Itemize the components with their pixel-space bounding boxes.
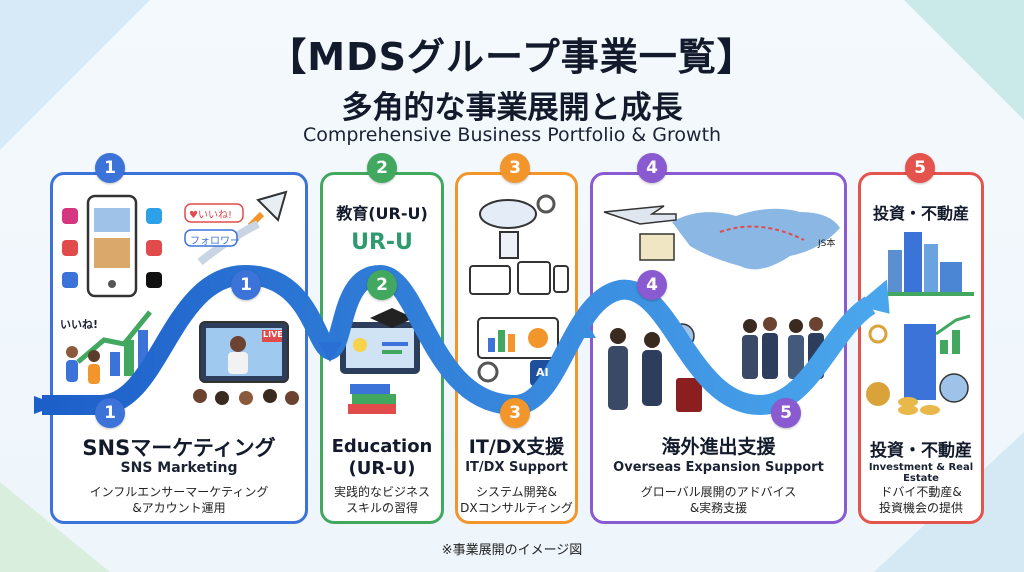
follower-bubble-text: フォロワー bbox=[190, 236, 240, 247]
section-desc: DXコンサルティング bbox=[460, 501, 573, 515]
gear-icon bbox=[477, 361, 499, 383]
urU-logo: UR-U bbox=[351, 230, 413, 255]
heart-icon bbox=[62, 240, 78, 256]
gear-icon bbox=[536, 194, 556, 214]
corner-decoration bbox=[904, 0, 1024, 120]
ribbon-badge: 3 bbox=[500, 398, 530, 428]
growth-arrow-icon bbox=[935, 314, 971, 354]
step-badge: 1 bbox=[95, 153, 125, 183]
section-desc: 実践的なビジネス bbox=[333, 485, 430, 499]
step-badge: 4 bbox=[637, 153, 667, 183]
step-badge: 3 bbox=[500, 153, 530, 183]
follower-bubble bbox=[184, 229, 238, 247]
twitter-icon bbox=[146, 208, 162, 224]
section-desc: &アカウント運用 bbox=[132, 501, 226, 515]
ai-label: AI bbox=[536, 366, 549, 379]
section-title: 海外進出支援 bbox=[661, 436, 776, 458]
graduation-cap-icon bbox=[370, 308, 414, 328]
arrow-head-icon bbox=[572, 318, 596, 338]
ribbon-badge: 4 bbox=[637, 270, 667, 300]
corner-decoration bbox=[0, 0, 150, 150]
world-map-icon bbox=[672, 208, 840, 270]
section-desc: スキルの習得 bbox=[345, 501, 418, 515]
section-title: IT/DX支援 bbox=[468, 436, 565, 458]
section-title: 投資・不動産 bbox=[870, 441, 972, 461]
passport-icon bbox=[676, 378, 702, 412]
tiktok-icon bbox=[146, 272, 162, 288]
ribbon-badge: 1 bbox=[95, 398, 125, 428]
heart-icon bbox=[146, 240, 162, 256]
section-heading: 投資・不動産 bbox=[872, 204, 969, 223]
people-icon bbox=[66, 346, 100, 384]
section-subtitle: IT/DX Support bbox=[465, 460, 568, 475]
dashboard-icon bbox=[477, 317, 559, 386]
laptop-icon bbox=[469, 265, 511, 295]
like-bubble-text: ♥いいね! bbox=[189, 210, 232, 221]
audience-icon bbox=[193, 389, 299, 405]
section-desc: システム開発& bbox=[476, 485, 557, 499]
page-subtitle-english: Comprehensive Business Portfolio & Growt… bbox=[302, 124, 722, 146]
section-title: SNSマーケティング bbox=[82, 436, 276, 460]
step-badge: 5 bbox=[905, 153, 935, 183]
section-desc: インフルエンサーマーケティング bbox=[89, 485, 269, 499]
lightbulb-icon bbox=[353, 338, 367, 352]
map-icon bbox=[639, 233, 675, 261]
skyscraper-icon bbox=[904, 324, 936, 400]
like-icon bbox=[62, 272, 78, 288]
section-subtitle: Overseas Expansion Support bbox=[613, 460, 824, 475]
page-subtitle: 多角的な事業展開と成長 bbox=[341, 90, 683, 126]
section-title-line2: (UR-U) bbox=[348, 458, 416, 479]
section-desc: 投資機会の提供 bbox=[878, 501, 963, 515]
section-subtitle: SNS Marketing bbox=[120, 460, 238, 476]
section-heading: 教育(UR-U) bbox=[336, 204, 428, 223]
step-badge: 2 bbox=[367, 153, 397, 183]
video-screen-icon bbox=[199, 321, 289, 383]
classroom-icon bbox=[340, 308, 420, 414]
coins-icon bbox=[866, 382, 940, 415]
footnote: ※事業展開のイメージ図 bbox=[441, 543, 583, 558]
tablet-icon bbox=[517, 261, 551, 295]
section-title: Education bbox=[331, 436, 433, 457]
key-icon bbox=[868, 324, 888, 344]
like-label: いいね! bbox=[60, 318, 99, 331]
arrow-tail-icon bbox=[34, 396, 58, 414]
map-label: JS本 bbox=[818, 239, 836, 249]
phone-icon bbox=[553, 265, 569, 293]
ribbon-badge: 1 bbox=[231, 270, 261, 300]
arrow-head-icon bbox=[856, 279, 890, 314]
rocket-icon bbox=[197, 190, 288, 266]
ribbon-badge: 5 bbox=[771, 398, 801, 428]
buildings-icon bbox=[874, 232, 974, 296]
ribbon-badge: 2 bbox=[367, 270, 397, 300]
like-bubble bbox=[184, 203, 244, 223]
server-icon bbox=[499, 231, 519, 259]
section-subtitle: Investment & Real Estate bbox=[868, 462, 974, 484]
section-desc: グローバル展開のアドバイス bbox=[640, 485, 797, 499]
panel-investment bbox=[858, 172, 984, 524]
live-badge: LIVE bbox=[263, 330, 283, 339]
page-title: 【MDSグループ事業一覧】 bbox=[268, 35, 756, 79]
section-desc: ドバイ不動産& bbox=[880, 485, 962, 499]
smartphone-icon bbox=[86, 194, 138, 298]
instagram-icon bbox=[62, 208, 78, 224]
section-desc: &実務支援 bbox=[689, 501, 748, 515]
airplane-icon bbox=[603, 205, 677, 225]
cloud-icon bbox=[469, 194, 569, 295]
arrow-head-icon bbox=[318, 342, 342, 362]
globe-icon bbox=[939, 373, 969, 403]
